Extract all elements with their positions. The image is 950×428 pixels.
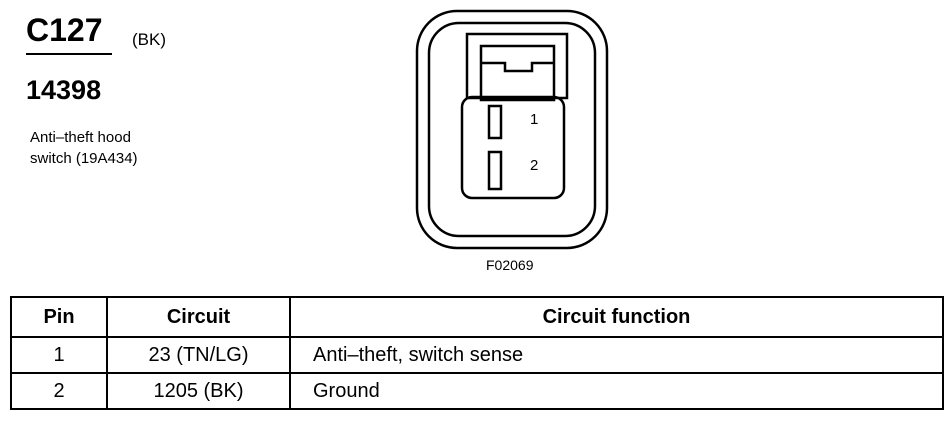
part-number: 14398 [26, 75, 102, 105]
table-header-row: Pin Circuit Circuit function [10, 296, 944, 338]
connector-latch-tab [481, 61, 554, 73]
connector-inner-shell [427, 21, 597, 238]
connector-id: C127 [26, 12, 103, 48]
table-row: 2 1205 (BK) Ground [10, 372, 944, 410]
header-pin: Pin [10, 296, 108, 338]
figure-id: F02069 [486, 257, 534, 273]
cell-circuit: 1205 (BK) [106, 372, 291, 410]
header-circuit-function: Circuit function [289, 296, 944, 338]
table-row: 1 23 (TN/LG) Anti–theft, switch sense [10, 336, 944, 374]
header-circuit: Circuit [106, 296, 291, 338]
connector-face-diagram: 1 2 [415, 9, 609, 250]
pin-label-1: 1 [530, 111, 538, 128]
connector-pin-block [460, 95, 566, 200]
cell-circuit-function: Ground [289, 372, 944, 410]
pin-cavity-2 [487, 150, 503, 191]
description-line-1: Anti–theft hood [30, 129, 131, 146]
connector-color-code: (BK) [132, 30, 166, 49]
cell-circuit-function: Anti–theft, switch sense [289, 336, 944, 374]
pin-cavity-1 [487, 104, 503, 140]
description-line-2: switch (19A434) [30, 150, 138, 167]
pin-table: Pin Circuit Circuit function 1 23 (TN/LG… [10, 296, 944, 410]
cell-circuit: 23 (TN/LG) [106, 336, 291, 374]
cell-pin: 2 [10, 372, 108, 410]
component-description: Anti–theft hood switch (19A434) [30, 127, 138, 169]
connector-latch-inner [479, 44, 556, 102]
pin-label-2: 2 [530, 157, 538, 174]
connector-id-underline [26, 53, 112, 55]
cell-pin: 1 [10, 336, 108, 374]
connector-outer-shell [415, 9, 609, 250]
